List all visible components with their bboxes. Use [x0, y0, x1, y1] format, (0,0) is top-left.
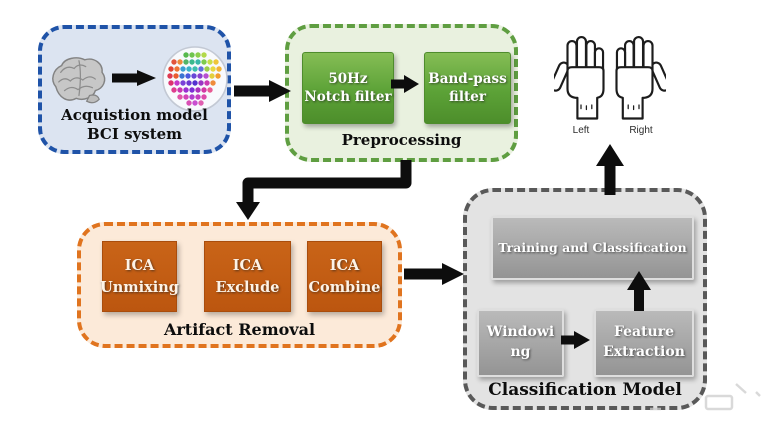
training-classification-node: Training and Classification — [491, 216, 694, 280]
arrow-preprocessing-to-artifact — [236, 160, 412, 220]
notch-filter-label-line1: 50Hz — [328, 70, 368, 87]
ica-combine-node: ICA Combine — [307, 241, 382, 312]
preprocessing-group: 50Hz Notch filter Band-pass filter Prepr… — [285, 24, 518, 162]
ica-unmixing-label-line2: Unmixing — [100, 278, 179, 296]
notch-filter-node: 50Hz Notch filter — [302, 52, 394, 124]
windowing-label-line1: Windowi — [486, 324, 555, 341]
notch-filter-label-line2: Notch filter — [304, 89, 392, 105]
right-hand-label: Right — [629, 125, 653, 136]
ica-unmixing-node: ICA Unmixing — [100, 241, 179, 312]
bandpass-filter-label-line1: Band-pass — [428, 70, 507, 87]
feature-extraction-label-line2: Extraction — [603, 344, 685, 360]
brain-image — [52, 57, 106, 104]
classification-caption: Classification Model — [488, 380, 682, 400]
preprocessing-caption: Preprocessing — [341, 131, 462, 149]
acquisition-group: Acquistion model BCI system — [38, 25, 231, 154]
acquisition-caption: Acquistion model BCI system — [42, 106, 227, 143]
classification-group: Training and Classification Windowi ng F… — [463, 188, 707, 410]
left-hand-image — [554, 35, 605, 120]
acquisition-caption-line2: BCI system — [86, 124, 183, 143]
ica-unmixing-label-line1: ICA — [124, 257, 155, 275]
arrow-artifact-to-classification — [404, 263, 464, 285]
feature-extraction-label-line1: Feature — [613, 324, 675, 341]
left-hand-label: Left — [572, 125, 590, 136]
windowing-node: Windowi ng — [477, 309, 564, 377]
ica-combine-label-line1: ICA — [329, 257, 360, 275]
acquisition-caption-line1: Acquistion model — [61, 106, 208, 125]
windowing-label-line2: ng — [510, 344, 531, 360]
artifact-removal-caption: Artifact Removal — [163, 320, 316, 339]
right-hand-image — [615, 35, 666, 120]
ica-combine-label-line2: Combine — [308, 278, 381, 296]
watermark — [650, 383, 761, 411]
training-classification-label: Training and Classification — [498, 240, 687, 256]
arrow-acquisition-to-preprocessing — [234, 80, 291, 102]
artifact-removal-group: ICA Unmixing ICA Exclude ICA Combine Art… — [77, 222, 402, 348]
bandpass-filter-label-line2: filter — [449, 89, 486, 105]
hands-output: Left Right — [550, 34, 674, 140]
eeg-electrode-cap — [162, 46, 228, 112]
feature-extraction-node: Feature Extraction — [594, 309, 694, 377]
bandpass-filter-node: Band-pass filter — [424, 52, 511, 124]
ica-exclude-label-line1: ICA — [232, 257, 263, 275]
ica-exclude-node: ICA Exclude — [204, 241, 291, 312]
ica-exclude-label-line2: Exclude — [215, 278, 280, 296]
